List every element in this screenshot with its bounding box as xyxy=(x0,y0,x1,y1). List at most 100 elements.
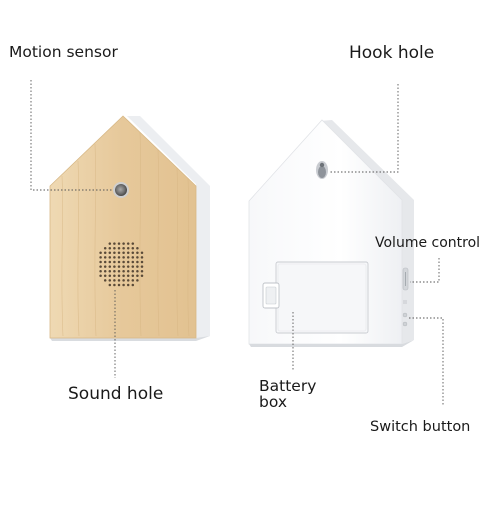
speaker-grille-hole xyxy=(117,251,121,255)
speaker-grille-hole xyxy=(117,283,121,287)
speaker-grille-hole xyxy=(140,274,144,278)
speaker-grille-hole xyxy=(108,279,112,282)
speaker-grille-hole xyxy=(126,260,130,264)
speaker-grille-hole xyxy=(103,279,107,282)
speaker-grille-hole xyxy=(140,256,144,259)
speaker-grille-hole xyxy=(136,251,139,255)
back-device-bottom-edge xyxy=(249,340,414,347)
speaker-grille-hole xyxy=(108,283,112,287)
speaker-grille-hole xyxy=(113,265,116,268)
sound-hole-label: Sound hole xyxy=(68,384,164,404)
leader-lines xyxy=(30,80,444,405)
speaker-grille-hole xyxy=(103,274,107,278)
speaker-grille-hole xyxy=(126,242,130,245)
speaker-grille-hole xyxy=(117,269,121,273)
speaker-grille-hole xyxy=(113,274,116,278)
speaker-grille-hole xyxy=(136,260,139,264)
speaker-grille-hole xyxy=(99,260,102,264)
speaker-grille-hole xyxy=(103,265,107,268)
speaker-grille-hole xyxy=(131,246,135,250)
speaker-grille-hole xyxy=(122,246,125,250)
speaker-grille-hole xyxy=(126,256,130,259)
motion-sensor-icon xyxy=(115,184,127,196)
speaker-grille-hole xyxy=(117,279,121,282)
speaker-grille-hole xyxy=(140,260,144,264)
speaker-grille-hole xyxy=(113,279,116,282)
volume-control-label: Volume control xyxy=(375,235,481,251)
speaker-grille-hole xyxy=(108,246,112,250)
speaker-grille-hole xyxy=(103,260,107,264)
leader-hook-hole xyxy=(330,84,399,173)
speaker-grille-hole xyxy=(131,269,135,273)
speaker-grille-hole xyxy=(131,251,135,255)
speaker-grille-hole xyxy=(131,242,135,245)
front-device-bottom-edge xyxy=(50,336,210,341)
speaker-grille-hole xyxy=(136,279,139,282)
speaker-grille xyxy=(99,242,144,287)
speaker-grille-hole xyxy=(117,260,121,264)
speaker-grille-hole xyxy=(122,256,125,259)
leader-volume-control xyxy=(410,258,440,283)
speaker-grille-hole xyxy=(108,242,112,245)
speaker-grille-hole xyxy=(99,256,102,259)
speaker-grille-hole xyxy=(136,265,139,268)
speaker-grille-hole xyxy=(136,269,139,273)
speaker-grille-hole xyxy=(122,274,125,278)
speaker-grille-hole xyxy=(108,274,112,278)
speaker-grille-hole xyxy=(126,274,130,278)
speaker-grille-hole xyxy=(117,246,121,250)
speaker-grille-hole xyxy=(136,256,139,259)
speaker-grille-hole xyxy=(122,242,125,245)
motion-sensor-label: Motion sensor xyxy=(9,43,118,61)
speaker-grille-hole xyxy=(108,260,112,264)
speaker-grille-hole xyxy=(108,251,112,255)
speaker-grille-hole xyxy=(136,274,139,278)
battery-box-cover xyxy=(275,261,369,334)
speaker-grille-hole xyxy=(122,260,125,264)
front-device xyxy=(49,115,210,341)
speaker-grille-hole xyxy=(113,260,116,264)
speaker-grille-hole xyxy=(99,265,102,268)
back-device xyxy=(248,119,414,347)
speaker-grille-hole xyxy=(136,246,139,250)
speaker-grille-hole xyxy=(122,265,125,268)
speaker-grille-hole xyxy=(103,269,107,273)
speaker-grille-hole xyxy=(113,242,116,245)
speaker-grille-hole xyxy=(117,265,121,268)
speaker-grille-hole xyxy=(117,274,121,278)
speaker-grille-hole xyxy=(117,256,121,259)
wood-grain xyxy=(61,131,190,337)
speaker-grille-hole xyxy=(99,274,102,278)
speaker-grille-hole xyxy=(103,251,107,255)
speaker-grille-hole xyxy=(126,251,130,255)
hook-hole-label: Hook hole xyxy=(349,43,435,63)
speaker-grille-hole xyxy=(122,283,125,287)
speaker-grille-hole xyxy=(99,251,102,255)
speaker-grille-hole xyxy=(99,269,102,273)
speaker-grille-hole xyxy=(122,269,125,273)
speaker-grille-hole xyxy=(131,274,135,278)
speaker-grille-hole xyxy=(108,265,112,268)
speaker-grille-hole xyxy=(113,256,116,259)
speaker-grille-hole xyxy=(113,269,116,273)
front-device-side xyxy=(127,116,210,340)
speaker-grille-hole xyxy=(113,283,116,287)
speaker-grille-hole xyxy=(140,265,144,268)
speaker-grille-hole xyxy=(122,279,125,282)
speaker-grille-hole xyxy=(113,251,116,255)
speaker-grille-hole xyxy=(117,242,121,245)
speaker-grille-hole xyxy=(108,269,112,273)
speaker-grille-hole xyxy=(131,265,135,268)
speaker-grille-hole xyxy=(103,256,107,259)
battery-box-label-line-1: Battery xyxy=(259,377,317,395)
speaker-grille-hole xyxy=(126,279,130,282)
battery-box-label-line-2: box xyxy=(259,393,288,412)
speaker-grille-hole xyxy=(131,283,135,287)
speaker-grille-hole xyxy=(126,246,130,250)
switch-button-label: Switch button xyxy=(370,419,471,435)
speaker-grille-hole xyxy=(126,265,130,268)
speaker-grille-hole xyxy=(108,256,112,259)
hook-hole-icon xyxy=(316,161,328,179)
